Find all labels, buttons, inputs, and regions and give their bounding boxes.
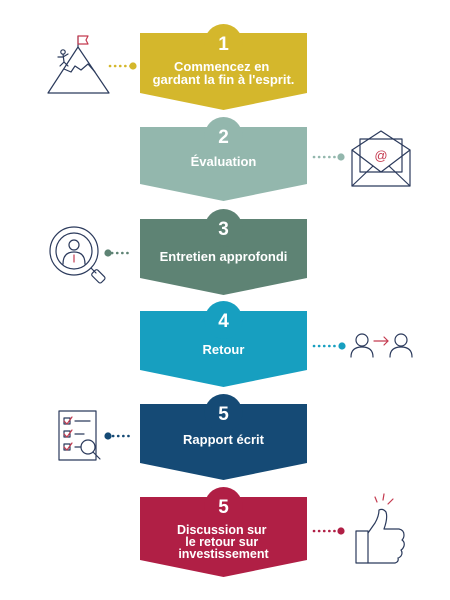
- step-4-number: 4: [218, 311, 229, 332]
- step-1-chevron: [140, 33, 307, 110]
- mountain-flag-icon: [47, 35, 110, 94]
- step-3-chevron: [140, 219, 307, 295]
- step-1-number-circle: [204, 24, 243, 62]
- envelope-at-icon: @: [351, 130, 411, 187]
- connector-5: [104, 432, 132, 440]
- connector-2: [312, 153, 345, 161]
- step-6-number-circle: [204, 487, 243, 525]
- step-1-number: 1: [218, 34, 229, 55]
- step-3-label: Entretien approfondi: [160, 249, 288, 264]
- checklist-magnifier-icon: [58, 410, 101, 461]
- step-1-label: Commencez en gardant la fin à l'esprit.: [153, 59, 295, 87]
- step-5-number: 5: [218, 404, 229, 425]
- step-6-chevron: [140, 497, 307, 577]
- magnifier-person-icon: [49, 226, 106, 284]
- step-5: 5 Rapport écrit: [140, 394, 307, 480]
- step-3-number-circle: [204, 209, 243, 247]
- step-4-number-circle: [204, 301, 243, 339]
- step-2-number: 2: [218, 127, 229, 148]
- step-3-number: 3: [218, 219, 229, 240]
- people-exchange-icon: [350, 333, 413, 358]
- step-6-number: 5: [218, 497, 229, 518]
- step-2: 2 Évaluation: [140, 117, 307, 201]
- step-4-label: Retour: [203, 342, 245, 357]
- step-2-number-circle: [204, 117, 243, 155]
- connector-4: [312, 342, 346, 350]
- step-5-label: Rapport écrit: [183, 432, 265, 447]
- step-5-number-circle: [204, 394, 243, 432]
- step-6-label: Discussion sur le retour sur investissem…: [177, 523, 270, 561]
- step-3: 3 Entretien approfondi: [140, 209, 307, 295]
- step-4-chevron: [140, 311, 307, 387]
- step-1: 1 Commencez en gardant la fin à l'esprit…: [140, 24, 307, 110]
- step-2-chevron: [140, 127, 307, 201]
- connector-1: [108, 62, 137, 70]
- connector-6: [312, 527, 345, 535]
- step-6: 5 Discussion sur le retour sur investiss…: [140, 487, 307, 577]
- thumbs-up-icon: [355, 493, 405, 564]
- step-5-chevron: [140, 404, 307, 480]
- connector-3: [104, 249, 131, 257]
- svg-text:@: @: [374, 148, 387, 163]
- step-4: 4 Retour: [140, 301, 307, 387]
- step-2-label: Évaluation: [191, 154, 257, 169]
